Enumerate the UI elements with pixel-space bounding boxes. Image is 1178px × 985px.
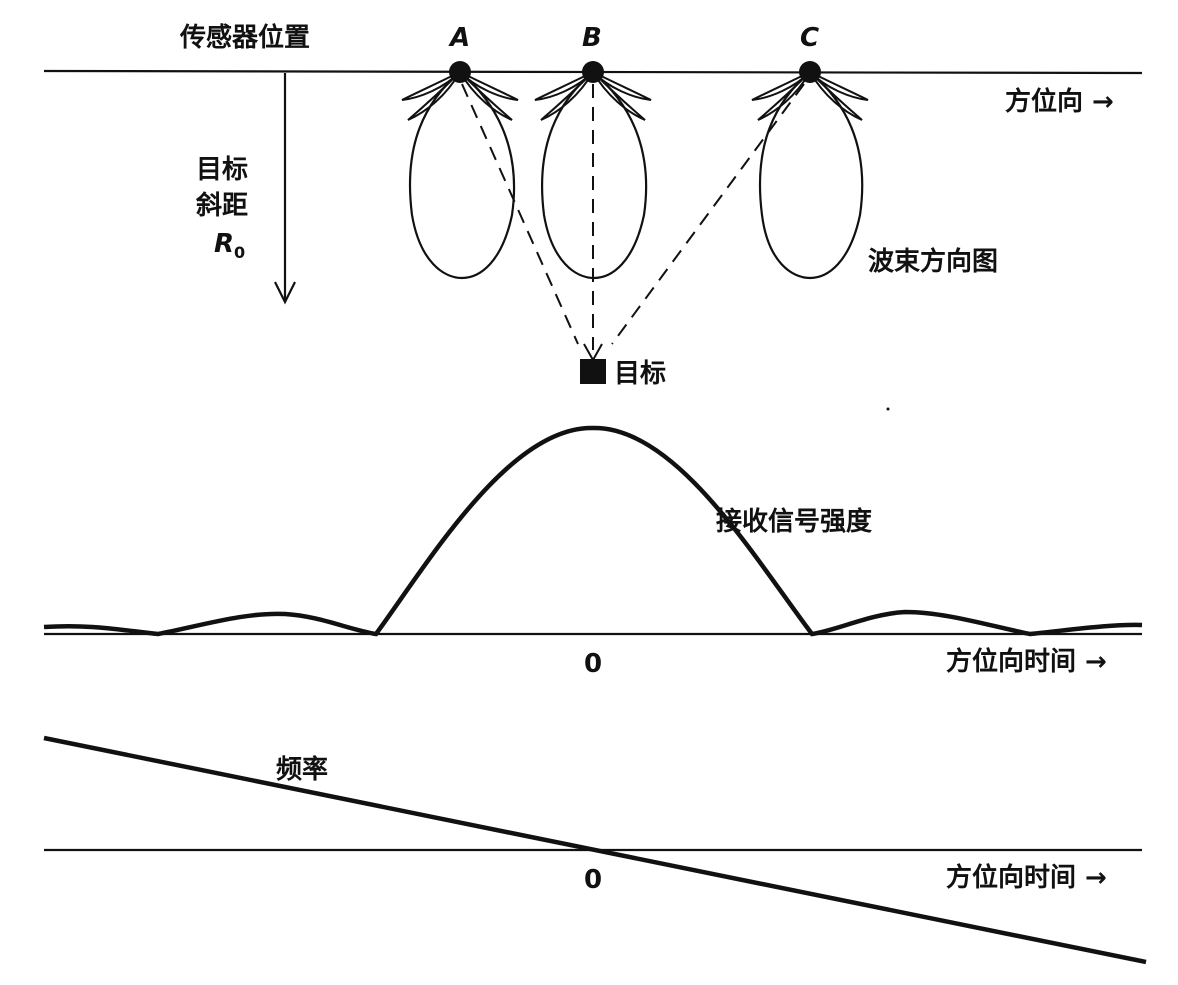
sensor-position-label: 传感器位置: [179, 22, 310, 53]
line-of-sight-c: [611, 83, 805, 345]
sensor-c-group: C: [751, 23, 869, 280]
sensor-a-side-lobe-right-inner: [459, 71, 513, 121]
stray-dot: [886, 407, 890, 411]
sensor-b-main-lobe: [541, 70, 648, 280]
sensor-b-side-lobe-left-inner: [540, 71, 594, 121]
target-label: 目标: [614, 359, 666, 389]
sensor-a-side-lobe-left-inner: [407, 71, 461, 121]
sensor-c-label: C: [800, 23, 819, 53]
signal-strength-curve: [43, 425, 1143, 637]
sensor-b-side-lobe-right-outer: [592, 71, 652, 101]
sensor-c-side-lobe-left-inner: [757, 71, 811, 121]
middle-zero-label: 0: [584, 649, 602, 679]
sensor-b-group: B: [534, 23, 652, 280]
sensor-c-dot: [799, 61, 821, 83]
azimuth-direction-label: 方位向 →: [1005, 86, 1114, 117]
slant-range-label-line1: 目标: [196, 155, 248, 185]
bottom-zero-label: 0: [584, 865, 602, 895]
sensor-a-side-lobe-left-outer: [401, 71, 461, 101]
sensor-b-label: B: [582, 23, 602, 53]
slant-range-symbol: R: [214, 229, 234, 259]
sensor-a-label: A: [448, 23, 470, 53]
line-of-sight-a: [461, 83, 579, 345]
sensor-c-side-lobe-left-outer: [751, 71, 811, 101]
sensor-b-dot: [582, 61, 604, 83]
sensor-c-main-lobe: [758, 70, 864, 280]
middle-azimuth-time-label: 方位向时间 →: [946, 646, 1107, 677]
target-marker: [580, 359, 606, 384]
slant-range-arrow-head: [274, 281, 296, 305]
sensor-a-group: A: [401, 23, 519, 280]
sensor-c-side-lobe-right-inner: [809, 71, 863, 121]
frequency-line: [43, 735, 1147, 965]
signal-strength-label: 接收信号强度: [716, 506, 872, 537]
sensor-b-side-lobe-right-inner: [592, 71, 646, 121]
sensor-c-side-lobe-right-outer: [809, 71, 869, 101]
sensor-a-main-lobe: [408, 70, 516, 280]
slant-range-subscript: 0: [234, 243, 245, 262]
sensor-a-dot: [449, 61, 471, 83]
frequency-label: 频率: [276, 754, 328, 785]
sensor-a-side-lobe-right-outer: [459, 71, 519, 101]
slant-range-label-line2: 斜距: [195, 191, 248, 221]
bottom-azimuth-time-label: 方位向时间 →: [946, 862, 1107, 893]
beam-pattern-label: 波束方向图: [868, 246, 998, 277]
sensor-b-side-lobe-left-outer: [534, 71, 594, 101]
